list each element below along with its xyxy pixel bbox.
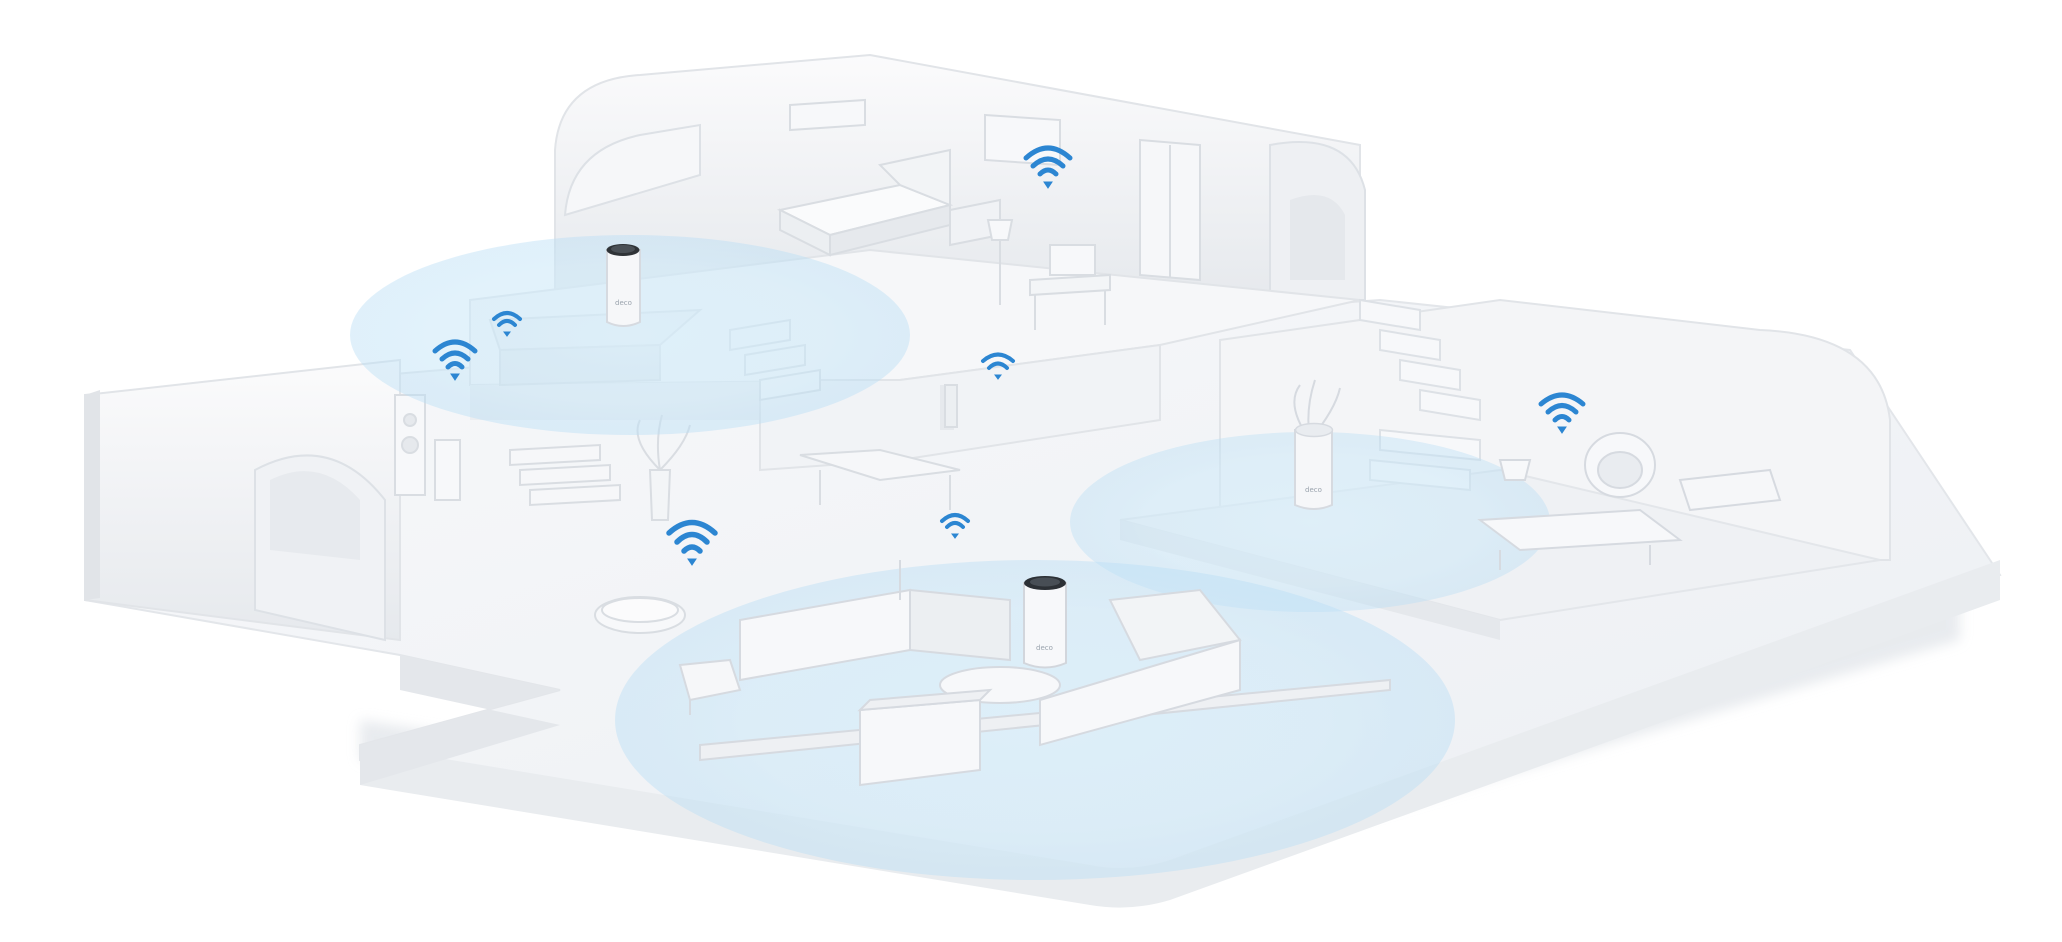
wifi-icon-hall-small [940, 513, 970, 539]
right-room-furniture [1293, 379, 1782, 570]
wifi-icon-hall [666, 519, 718, 566]
router-brand-label: deco [615, 299, 632, 307]
router-upper-floor: deco [606, 244, 641, 327]
wifi-icon-bedroom [1023, 145, 1073, 189]
router-brand-label: deco [1305, 486, 1322, 494]
router-right-room: deco [1294, 422, 1334, 510]
bedroom-furniture [776, 98, 1201, 330]
wifi-icon-upper-left [432, 339, 478, 381]
coverage-upper-floor [350, 235, 910, 435]
living-room-furniture [678, 560, 1391, 787]
wifi-icon-center [981, 352, 1015, 380]
wifi-icon-right-room [1538, 392, 1586, 434]
wifi-signals [432, 145, 1586, 566]
router-living-room: deco [1023, 576, 1067, 669]
left-room-furniture [394, 384, 961, 634]
left-wall-block [84, 358, 401, 642]
coverage-right-room [1070, 432, 1550, 612]
wifi-icon-upper-left-small [492, 311, 522, 337]
router-brand-label: deco [1036, 644, 1053, 652]
